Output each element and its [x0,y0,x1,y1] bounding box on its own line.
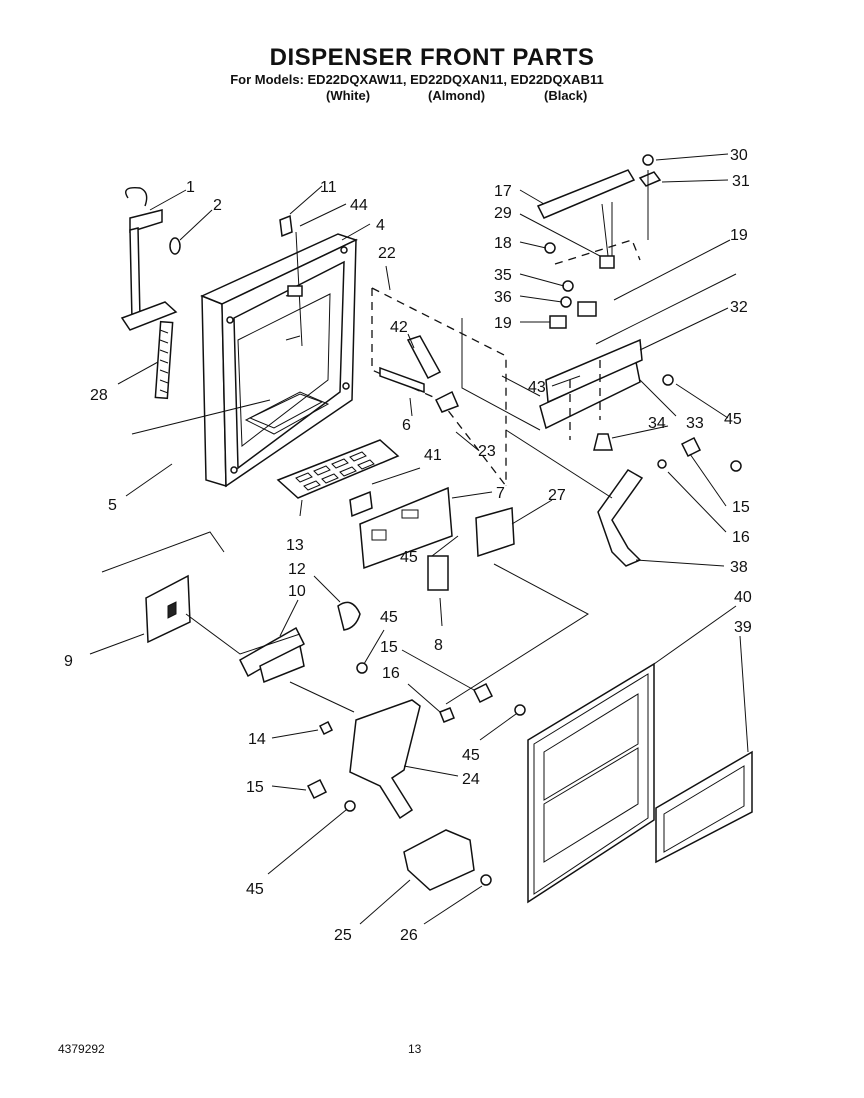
part-9-light-housing [145,574,191,644]
part-26-screw [480,874,492,886]
part-32-mounting-bracket [539,338,643,440]
part-heater-bracket [120,187,178,331]
callout-45-e: 45 [724,411,742,428]
callout-18: 18 [494,235,512,252]
callout-41: 41 [424,447,442,464]
callout-24: 24 [462,771,480,788]
color-black: (Black) [544,88,588,103]
part-19-switch [549,315,567,329]
callout-19-b: 19 [730,227,748,244]
callout-8: 8 [434,637,443,654]
callout-32: 32 [730,299,748,316]
callout-4: 4 [376,217,385,234]
part-4-dispenser-housing [200,231,358,488]
callout-33: 33 [686,415,704,432]
callout-28: 28 [90,387,108,404]
part-15-clip-lower [306,778,328,800]
part-12-motor [337,601,361,631]
callout-45-c: 45 [462,747,480,764]
callout-6: 6 [402,417,411,434]
part-40-front-panel [527,662,655,904]
callout-12: 12 [288,561,306,578]
callout-29: 29 [494,205,512,222]
callout-22: 22 [378,245,396,262]
part-18-screw [544,242,556,254]
part-33-15-clip [680,436,702,458]
leader-lines [89,153,749,925]
callout-35: 35 [494,267,512,284]
part-31-clip [638,171,662,187]
part-16-spring [657,459,667,469]
callout-1: 1 [186,179,195,196]
callout-15-a: 15 [380,639,398,656]
part-8-plate [427,555,449,591]
part-27-bracket [475,507,515,558]
part-2-clip [169,237,181,255]
callout-23: 23 [478,443,496,460]
page-number: 13 [408,1042,422,1056]
part-30-screw [642,154,654,166]
callout-34: 34 [648,415,666,432]
part-7-control-board [359,486,453,570]
part-11-bulb [279,214,293,238]
part-29-switch [599,255,615,269]
part-38-lever [597,469,644,567]
part-41 [349,490,373,518]
document-number: 4379292 [58,1042,105,1056]
color-almond: (Almond) [428,88,486,103]
callout-7: 7 [496,485,505,502]
callout-13: 13 [286,537,304,554]
part-17-bar [536,169,636,219]
page-title: DISPENSER FRONT PARTS [269,44,595,71]
callout-27: 27 [548,487,566,504]
part-24-actuator-arm [349,699,421,820]
callout-labels: 1 2 11 44 4 22 42 28 6 23 41 7 5 13 45 2… [64,147,752,944]
callout-45-b: 45 [380,609,398,626]
models-line: For Models: ED22DQXAW11, ED22DQXAN11, ED… [230,72,604,87]
callout-14: 14 [248,731,266,748]
callout-40: 40 [734,589,752,606]
part-14-pin [318,720,334,736]
callout-9: 9 [64,653,73,670]
callout-16-a: 16 [382,665,400,682]
callout-19-a: 19 [494,315,512,332]
callout-45-a: 45 [400,549,418,566]
part-28-strip [154,320,174,400]
callout-5: 5 [108,497,117,514]
callout-16-b: 16 [732,529,750,546]
callout-30: 30 [730,147,748,164]
callout-36: 36 [494,289,512,306]
callout-38: 38 [730,559,748,576]
color-white: (White) [326,88,371,103]
callout-26: 26 [400,927,418,944]
callout-15-c: 15 [732,499,750,516]
part-34-lamp [593,433,613,451]
callout-44: 44 [350,197,368,214]
callout-2: 2 [213,197,222,214]
part-42-actuator [379,335,459,413]
callout-39: 39 [734,619,752,636]
callout-42: 42 [390,319,408,336]
part-13-grille [276,439,400,499]
callout-17: 17 [494,183,512,200]
callout-43: 43 [528,379,546,396]
callout-11: 11 [320,179,337,196]
callout-15-b: 15 [246,779,264,796]
callout-45-d: 45 [246,881,264,898]
part-25-chute [403,829,475,891]
part-10-bracket [239,626,305,678]
callout-25: 25 [334,927,352,944]
callout-10: 10 [288,583,306,600]
part-39-panel-insert [655,750,753,864]
callout-31: 31 [732,173,750,190]
